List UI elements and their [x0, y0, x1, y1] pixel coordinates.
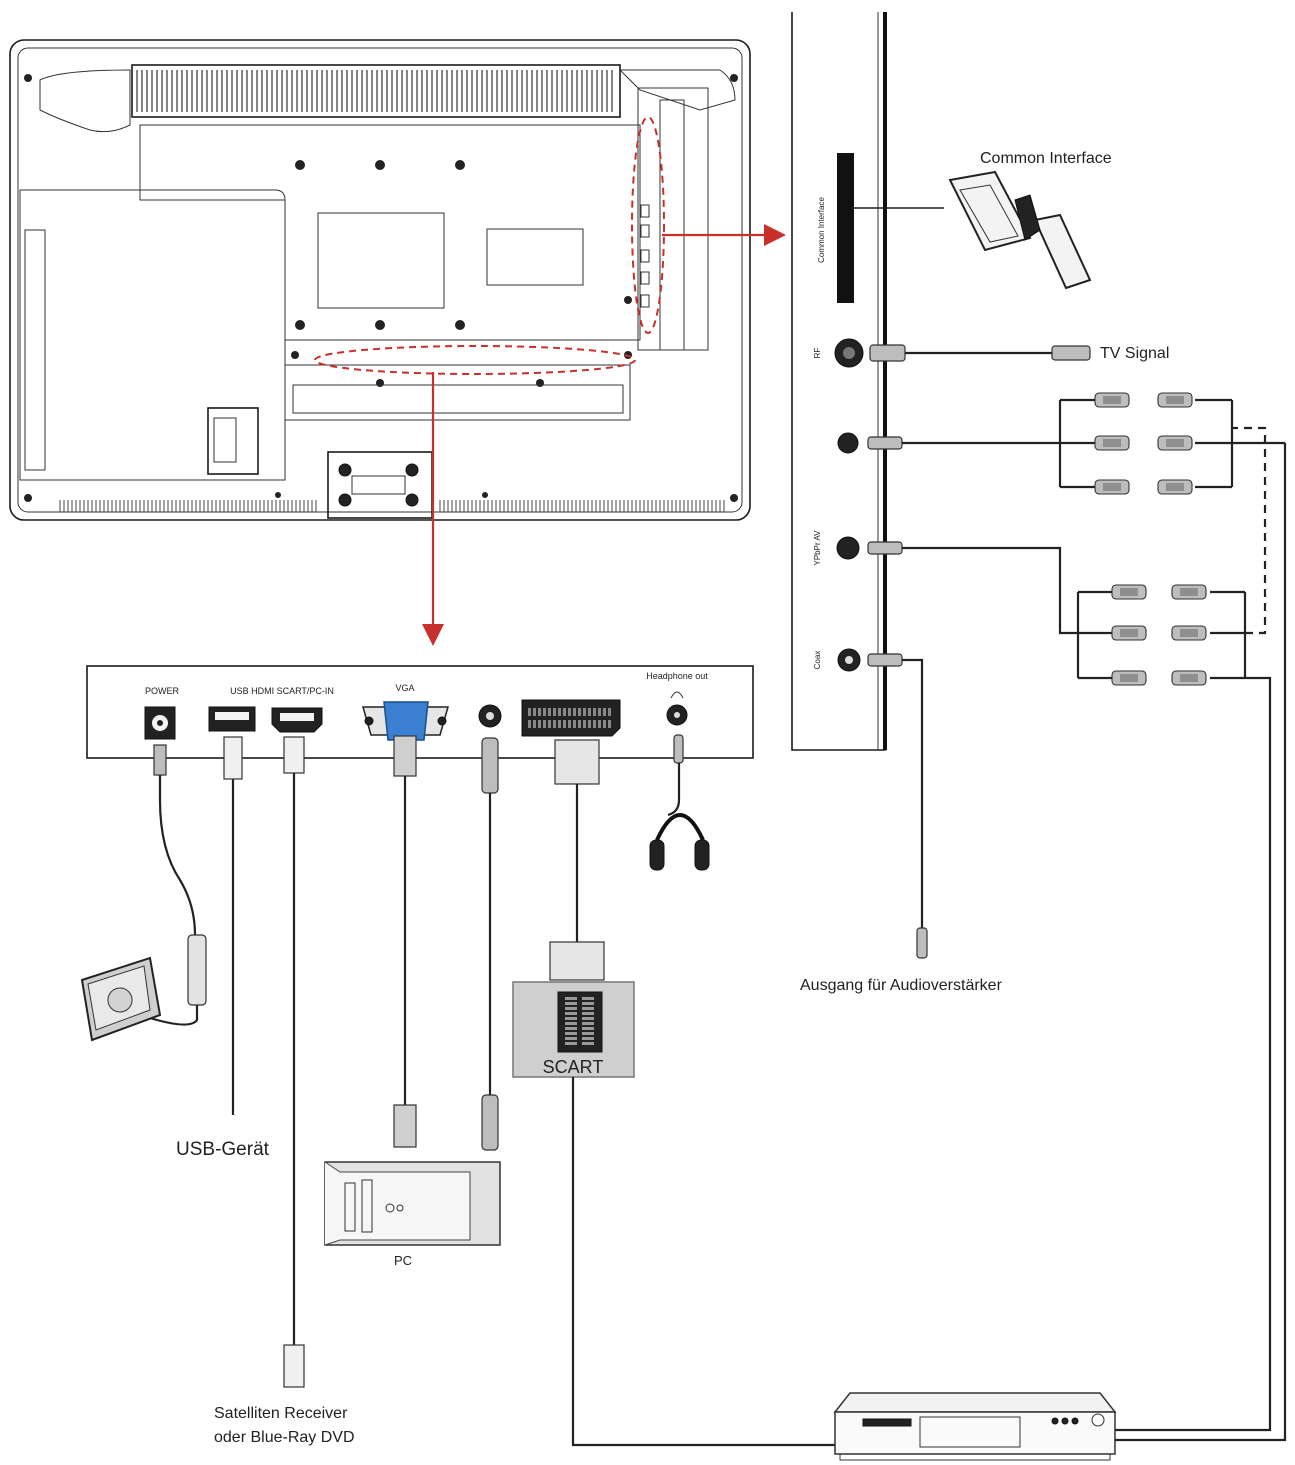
- usb-hdmi-scart-label: USB HDMI SCART/PC-IN: [230, 686, 334, 696]
- rf-label: RF: [813, 348, 822, 359]
- headphone-icon: [649, 813, 710, 871]
- tv-signal-cable: [869, 344, 1091, 362]
- bottom-ports-highlight: [314, 345, 636, 375]
- audio-amp-label: Ausgang für Audioverstärker: [800, 977, 1003, 994]
- stand-mount: [327, 451, 433, 519]
- headphone-cable: [667, 734, 684, 817]
- ci-slot-label: Common Interface: [817, 197, 826, 263]
- tv-signal-label: TV Signal: [1100, 345, 1169, 362]
- ci-slot: [837, 153, 854, 303]
- av-jack: [837, 432, 859, 454]
- pc-icon: [324, 1161, 501, 1246]
- screw-hole: [375, 160, 385, 170]
- top-vent: [131, 64, 621, 118]
- screw-hole: [295, 160, 305, 170]
- vga-cable: [393, 735, 417, 1148]
- ypbpr-jack: [836, 536, 860, 560]
- ypbpr-cable: [867, 426, 1267, 686]
- vga-label: VGA: [395, 683, 414, 693]
- tv-back-view: [9, 39, 786, 646]
- power-label: POWER: [145, 686, 180, 696]
- coax-audio-cable: [867, 653, 928, 959]
- headphone-out-label: Headphone out: [646, 671, 708, 681]
- ci-card-icon: [948, 170, 1092, 290]
- pc-label: PC: [394, 1253, 412, 1268]
- screw-hole: [455, 320, 465, 330]
- usb-device-label: USB-Gerät: [176, 1139, 270, 1160]
- screw-hole: [295, 320, 305, 330]
- scart-label: SCART: [543, 1057, 604, 1077]
- hdmi-cable: [283, 736, 305, 1388]
- scart-cable: [512, 739, 835, 1447]
- power-cable: [149, 744, 207, 1026]
- power-outlet-icon: [80, 956, 162, 1042]
- usb-cable: [223, 736, 243, 1115]
- screw-hole: [375, 320, 385, 330]
- audio-cable: [481, 737, 499, 1151]
- sat-receiver-label-2: oder Blue-Ray DVD: [214, 1429, 355, 1446]
- side-panel: Common Interface RF YPbPr AV Coax: [791, 12, 944, 751]
- common-interface-label: Common Interface: [980, 150, 1112, 167]
- headphone-icon: [670, 691, 684, 699]
- scart-port: [521, 699, 621, 737]
- av-to-dvd-cable: [1115, 443, 1287, 1442]
- bottom-panel: POWER USB HDMI SCART/PC-IN VGA Headphone…: [86, 665, 754, 759]
- label-plate: [317, 212, 445, 309]
- dvd-player-icon: [833, 1392, 1117, 1461]
- sat-receiver-label-1: Satelliten Receiver: [214, 1405, 348, 1422]
- ypbpr-to-dvd-cable: [1115, 676, 1272, 1432]
- side-ports-highlight: [631, 116, 665, 334]
- label-plate: [486, 228, 584, 286]
- power-socket: [207, 407, 259, 475]
- av-cable: [867, 392, 1285, 495]
- screw-hole: [455, 160, 465, 170]
- ypbpr-label: YPbPr AV: [813, 530, 822, 566]
- coax-label: Coax: [813, 651, 822, 670]
